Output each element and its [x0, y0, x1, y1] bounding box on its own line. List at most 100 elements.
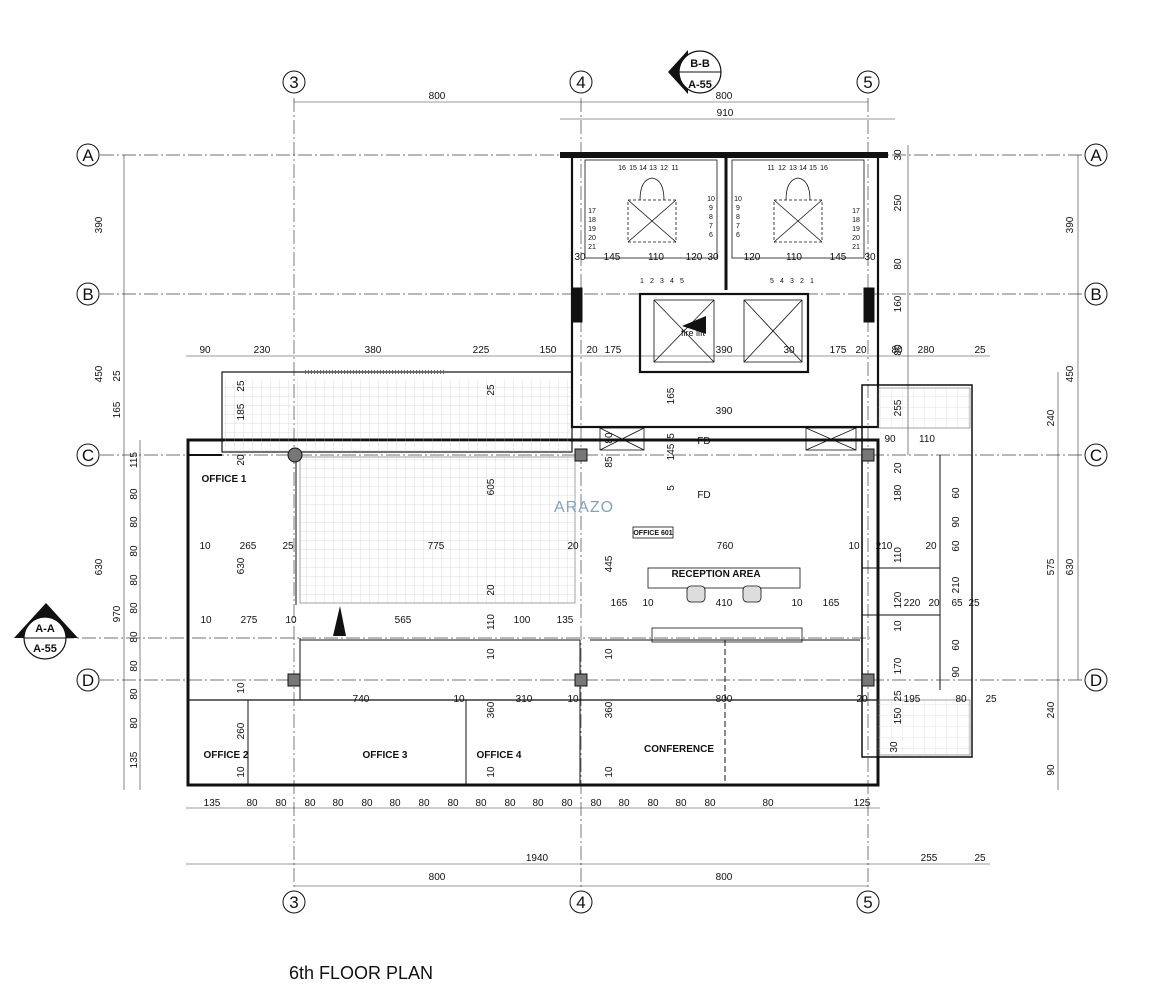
terrace-tiles: [224, 380, 570, 452]
svg-text:145: 145: [666, 443, 677, 460]
grid-row-b-left: B: [82, 285, 93, 304]
svg-text:80: 80: [893, 258, 904, 270]
svg-text:240: 240: [1046, 409, 1057, 426]
plan-title: 6th FLOOR PLAN: [289, 963, 434, 983]
svg-text:150: 150: [540, 345, 557, 356]
svg-text:125: 125: [854, 798, 871, 809]
svg-text:20: 20: [586, 345, 598, 356]
svg-text:225: 225: [473, 345, 490, 356]
svg-text:12: 12: [778, 165, 786, 172]
svg-text:120: 120: [893, 591, 904, 608]
grid-bubble-labels: 3 4 5 3 4 5 A B C D A B C D: [82, 73, 1102, 912]
structural-columns: [287, 287, 875, 687]
svg-text:80: 80: [129, 574, 140, 586]
svg-text:110: 110: [648, 252, 664, 263]
svg-text:740: 740: [353, 694, 370, 705]
svg-text:6: 6: [709, 232, 713, 239]
svg-text:450: 450: [94, 365, 105, 382]
grid-row-c-left: C: [82, 446, 94, 465]
svg-text:80: 80: [893, 344, 904, 356]
svg-text:7: 7: [709, 223, 713, 230]
room-office-4: OFFICE 4: [476, 750, 521, 761]
svg-text:1: 1: [640, 278, 644, 285]
grid-col-4-bottom: 4: [576, 893, 585, 912]
svg-text:240: 240: [1046, 701, 1057, 718]
east-balcony-2: [877, 699, 971, 756]
section-bb-label: B-B: [690, 58, 710, 70]
svg-text:80: 80: [129, 660, 140, 672]
svg-text:10: 10: [848, 541, 860, 552]
section-aa-label: A-A: [35, 623, 55, 635]
svg-text:360: 360: [604, 701, 615, 718]
svg-text:20: 20: [588, 235, 596, 242]
svg-text:90: 90: [951, 516, 962, 528]
svg-text:11: 11: [671, 165, 678, 172]
svg-text:110: 110: [893, 547, 904, 563]
svg-text:180: 180: [893, 484, 904, 501]
svg-text:800: 800: [716, 91, 733, 102]
svg-text:30: 30: [783, 345, 795, 356]
svg-text:25: 25: [486, 384, 497, 396]
svg-text:20: 20: [925, 541, 937, 552]
svg-text:175: 175: [830, 345, 847, 356]
svg-text:30: 30: [574, 252, 586, 263]
svg-text:60: 60: [951, 540, 962, 552]
svg-text:120: 120: [744, 252, 761, 263]
svg-text:19: 19: [588, 226, 596, 233]
svg-text:165: 165: [823, 598, 840, 609]
vertical-dimension-texts: 390 450 25 165 630 115 970 135 80 80 80 …: [94, 149, 1076, 778]
svg-text:605: 605: [486, 478, 497, 495]
svg-text:19: 19: [852, 226, 860, 233]
svg-text:3: 3: [790, 278, 794, 285]
svg-text:2: 2: [650, 278, 654, 285]
svg-text:410: 410: [716, 598, 733, 609]
svg-text:10: 10: [567, 694, 579, 705]
room-office-2: OFFICE 2: [203, 750, 248, 761]
svg-text:8: 8: [736, 214, 740, 221]
svg-text:20: 20: [852, 235, 860, 242]
svg-text:80: 80: [332, 798, 344, 809]
grid-col-3-bottom: 3: [289, 893, 298, 912]
svg-text:210: 210: [951, 576, 962, 593]
grid-bubbles: [76, 70, 1108, 914]
atrium-tiles: [299, 456, 576, 604]
svg-text:145: 145: [830, 252, 847, 263]
svg-text:10: 10: [604, 766, 615, 778]
svg-text:90: 90: [951, 666, 962, 678]
grid-row-a-left: A: [82, 146, 94, 165]
svg-text:630: 630: [94, 558, 105, 575]
grid-row-d-right: D: [1090, 671, 1102, 690]
svg-text:30: 30: [864, 252, 876, 263]
svg-text:80: 80: [675, 798, 687, 809]
svg-text:110: 110: [919, 434, 935, 445]
svg-text:80: 80: [361, 798, 373, 809]
svg-text:10: 10: [642, 598, 654, 609]
svg-text:25: 25: [282, 541, 294, 552]
svg-text:14: 14: [799, 165, 807, 172]
svg-text:20: 20: [855, 345, 867, 356]
svg-text:760: 760: [717, 541, 734, 552]
room-office-3: OFFICE 3: [362, 750, 407, 761]
svg-text:80: 80: [447, 798, 459, 809]
svg-text:30: 30: [707, 252, 719, 263]
section-aa-sheet: A-55: [33, 643, 57, 655]
svg-text:80: 80: [304, 798, 316, 809]
svg-text:10: 10: [200, 615, 212, 626]
svg-text:11: 11: [767, 165, 774, 172]
svg-text:15: 15: [629, 165, 637, 172]
dimension-texts: 800 800 910 90 230 380 225 150 20 175 39…: [199, 91, 997, 883]
svg-text:800: 800: [429, 872, 446, 883]
svg-text:25: 25: [968, 598, 980, 609]
svg-text:13: 13: [649, 165, 657, 172]
svg-text:80: 80: [618, 798, 630, 809]
fire-lift-label: fire lift: [681, 328, 706, 338]
svg-text:450: 450: [1065, 365, 1076, 382]
svg-text:80: 80: [129, 602, 140, 614]
svg-text:10: 10: [236, 766, 247, 778]
svg-text:630: 630: [236, 557, 247, 574]
svg-text:80: 80: [389, 798, 401, 809]
svg-text:10: 10: [285, 615, 297, 626]
grid-row-d-left: D: [82, 671, 94, 690]
svg-text:90: 90: [1046, 764, 1057, 776]
svg-text:16: 16: [820, 165, 828, 172]
